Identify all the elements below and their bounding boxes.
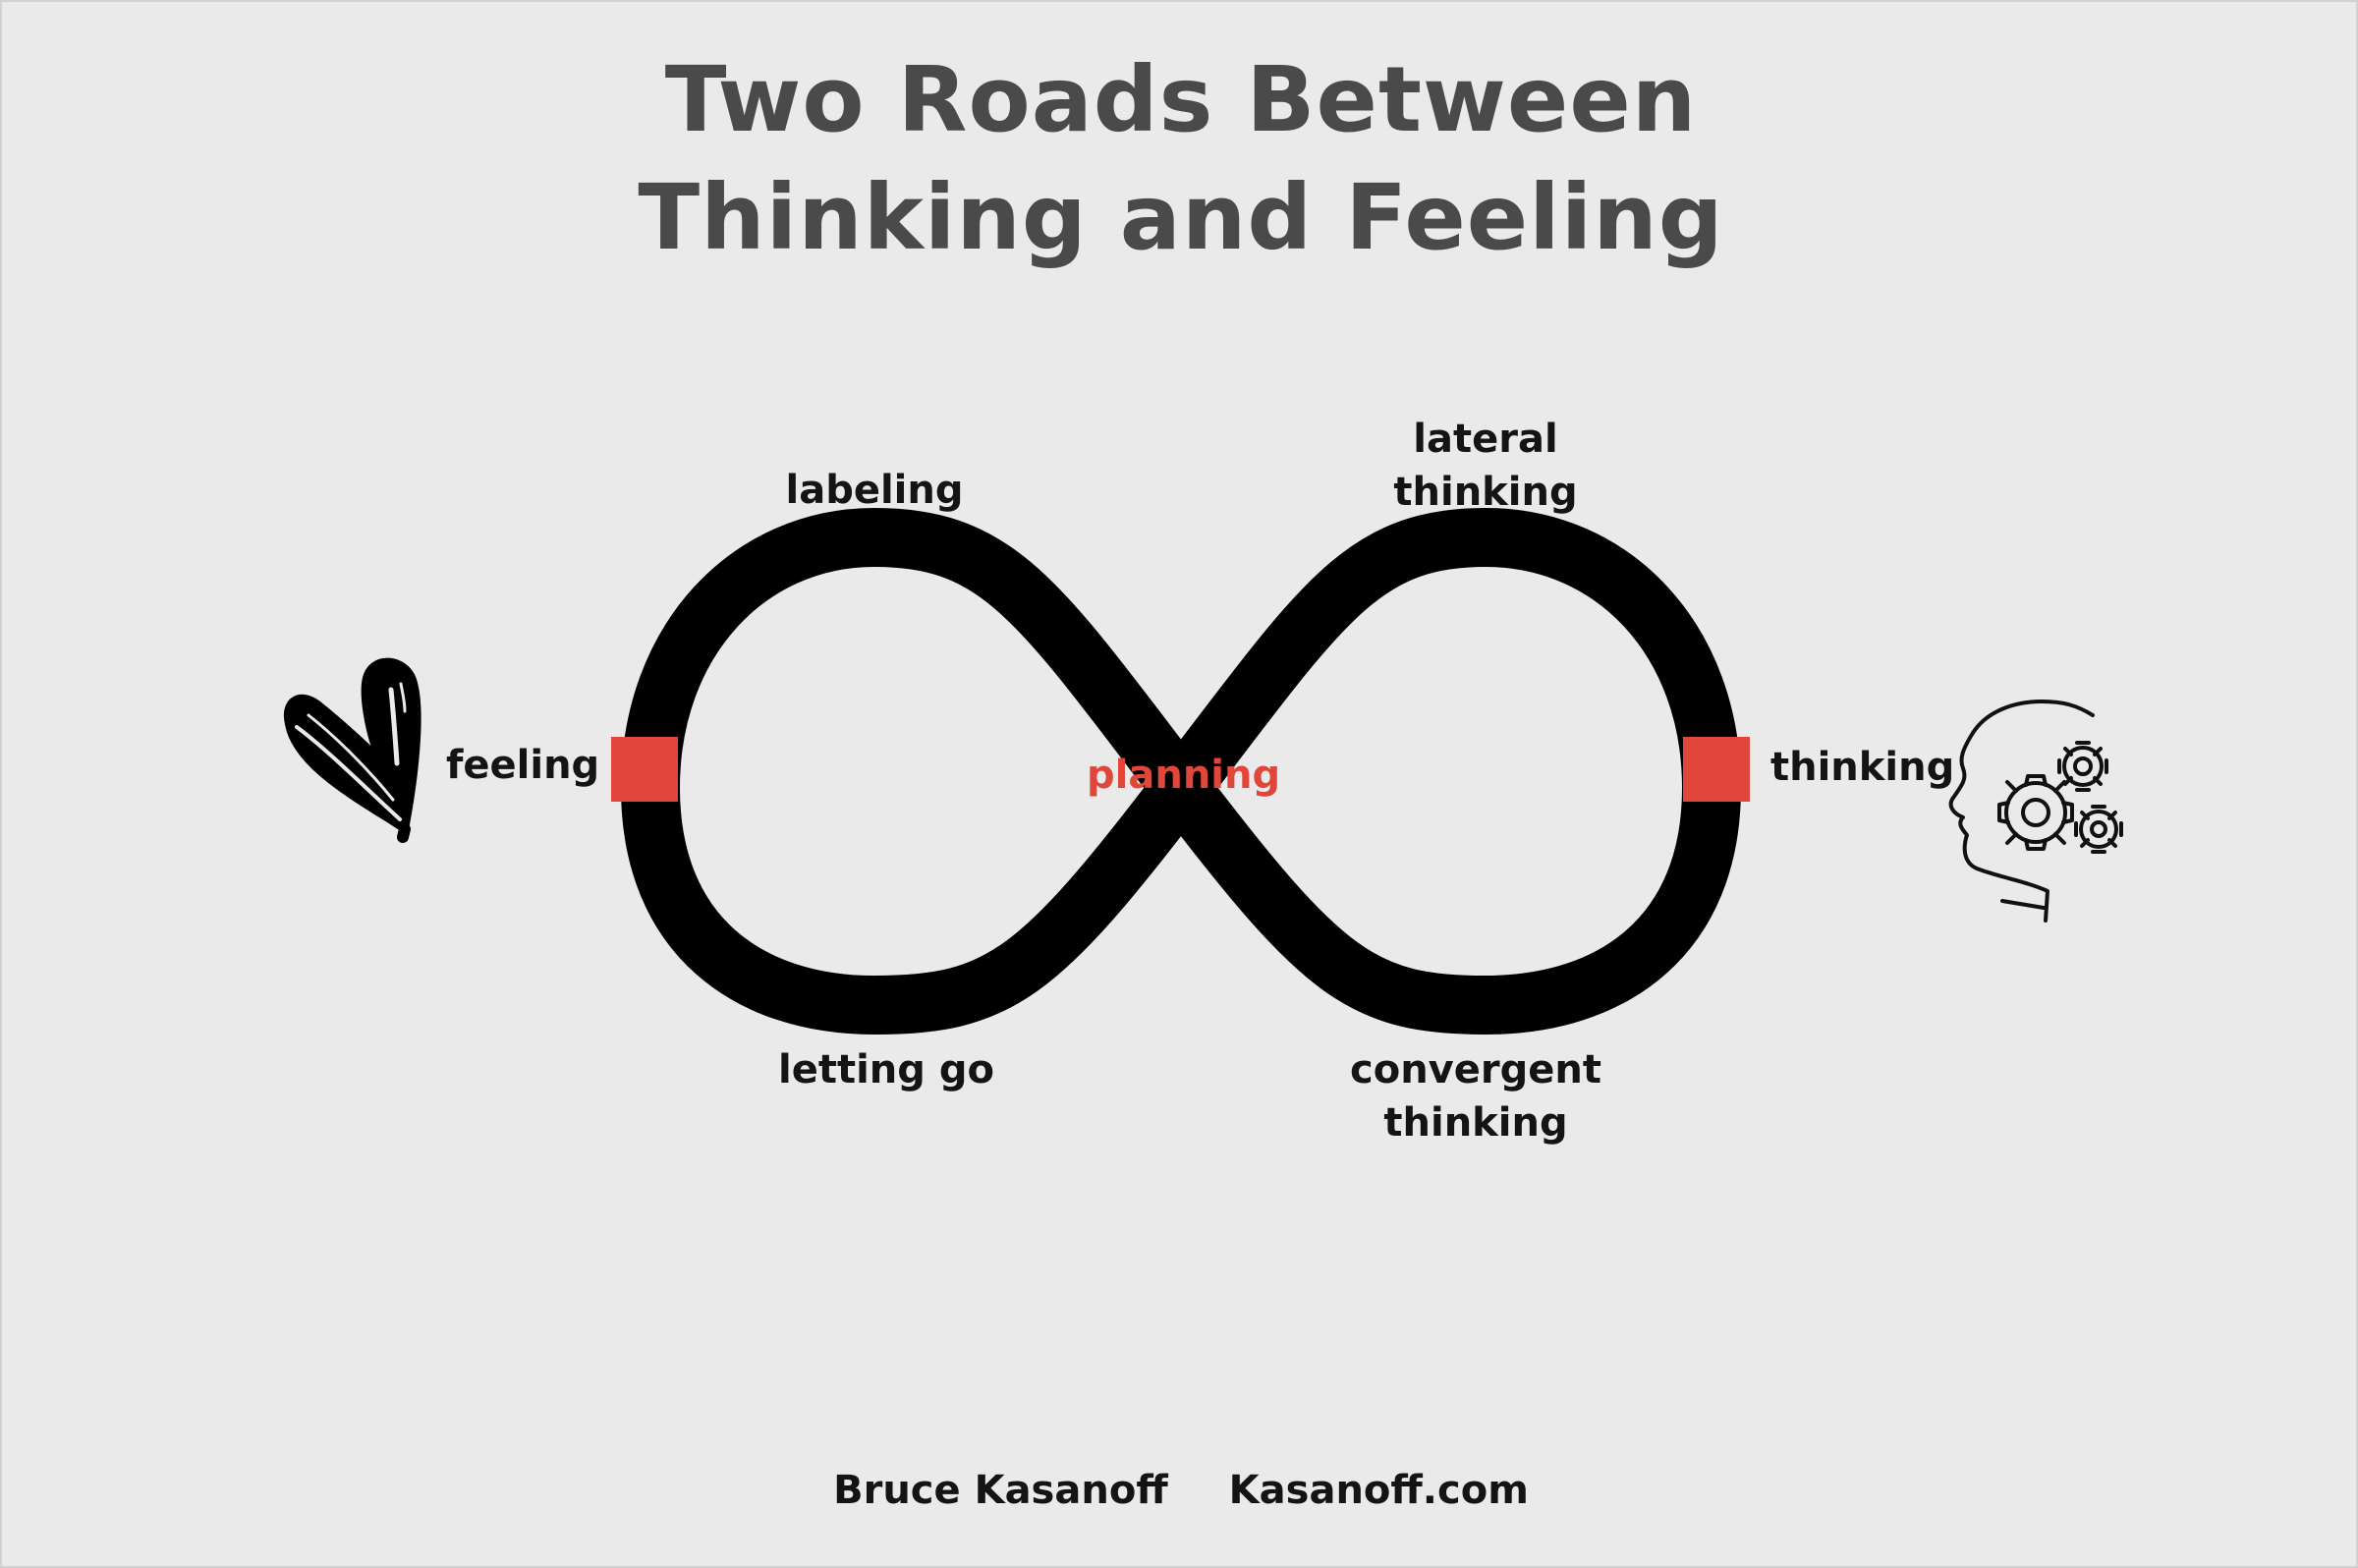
thinking-label: thinking <box>1770 745 1955 790</box>
planning-label: planning <box>1087 753 1281 798</box>
lateral-thinking-line-2: thinking <box>1393 470 1578 515</box>
footer-site: Kasanoff.com <box>1228 1468 1529 1513</box>
convergent-thinking-line-1: convergent <box>1350 1047 1601 1092</box>
feeling-marker <box>611 737 678 802</box>
title-line-1: Two Roads Between <box>664 47 1698 152</box>
lateral-thinking-label: lateral thinking <box>1377 413 1594 519</box>
gear-icon-right <box>2074 805 2123 854</box>
heart-icon <box>283 657 421 843</box>
convergent-thinking-label: convergent thinking <box>1328 1043 1623 1149</box>
head-gears-icon <box>1948 700 2123 923</box>
infinity-loop <box>621 508 1741 1035</box>
footer: Bruce Kasanoff Kasanoff.com <box>2 1468 2358 1513</box>
labeling-label: labeling <box>785 468 964 513</box>
page-title: Two Roads Between Thinking and Feeling <box>2 41 2358 277</box>
letting-go-label: letting go <box>778 1047 994 1092</box>
gear-icon-large <box>1997 774 2074 851</box>
feeling-label: feeling <box>446 743 600 788</box>
gear-icon-top <box>2057 741 2108 792</box>
title-line-2: Thinking and Feeling <box>638 165 1724 270</box>
lateral-thinking-line-1: lateral <box>1413 417 1558 462</box>
footer-author: Bruce Kasanoff <box>833 1468 1168 1513</box>
convergent-thinking-line-2: thinking <box>1383 1100 1568 1146</box>
thinking-marker <box>1683 737 1750 802</box>
